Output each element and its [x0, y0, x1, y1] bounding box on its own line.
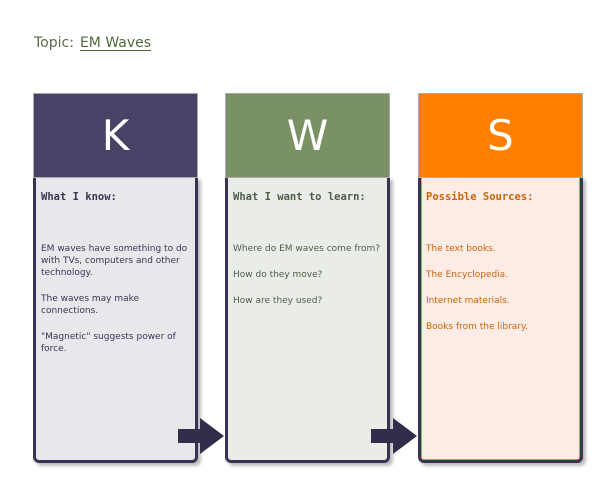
column-title: What I know: [41, 191, 117, 203]
column-body: Possible Sources: The text books. The En… [418, 177, 583, 463]
list-item: Books from the library. [426, 322, 528, 332]
list-item: How are they used? [233, 296, 323, 306]
list-item: EM waves have something to do with TVs, … [41, 244, 188, 278]
topic-label: Topic: [34, 35, 74, 51]
topic-line: Topic: EM Waves [34, 35, 151, 51]
column-sources: Possible Sources: The text books. The En… [418, 93, 583, 463]
column-letter: W [225, 93, 390, 178]
arrow-right-icon [371, 418, 417, 454]
list-item: The waves may make connections. [41, 294, 140, 316]
column-body: What I want to learn: Where do EM waves … [225, 177, 390, 463]
column-title: What I want to learn: [233, 191, 366, 203]
list-item: "Magnetic" suggests power of force. [41, 332, 176, 354]
column-title: Possible Sources: [426, 191, 534, 203]
column-letter: K [33, 93, 198, 178]
arrow-right-icon [178, 418, 224, 454]
topic-value: EM Waves [79, 35, 152, 51]
list-item: Where do EM waves come from? [233, 244, 381, 254]
list-item: The Encyclopedia. [426, 270, 509, 280]
column-know: What I know: EM waves have something to … [33, 93, 198, 463]
list-item: How do they move? [233, 270, 323, 280]
list-item: Internet materials. [426, 296, 510, 306]
list-item: The text books. [426, 244, 496, 254]
column-want: What I want to learn: Where do EM waves … [225, 93, 390, 463]
column-letter: S [418, 93, 583, 178]
column-body: What I know: EM waves have something to … [33, 177, 198, 463]
